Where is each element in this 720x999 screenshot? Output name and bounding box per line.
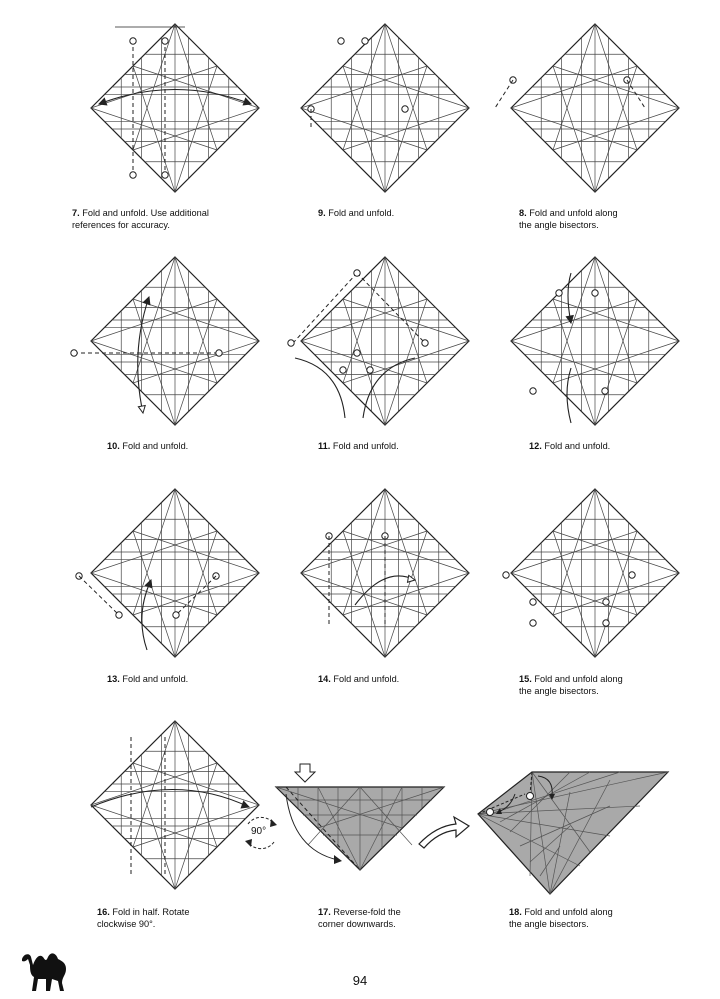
step-18-diagram — [477, 771, 670, 895]
caption-line: Fold and unfold. — [122, 441, 189, 451]
caption-step-18: 18. Fold and unfold along the angle bise… — [509, 906, 613, 930]
step-10-diagram — [70, 256, 260, 426]
caption-line: Fold and unfold. — [333, 674, 400, 684]
step-9-diagram — [300, 23, 470, 193]
step-11-diagram — [287, 256, 470, 426]
step-14-diagram — [300, 488, 470, 658]
caption-step-17: 17. Reverse-fold the corner downwards. — [318, 906, 401, 930]
step-10 — [55, 253, 295, 483]
step-12 — [475, 253, 715, 483]
caption-line: the angle bisectors. — [519, 686, 599, 696]
step-number: 15. — [519, 674, 532, 684]
step-number: 16. — [97, 907, 110, 917]
caption-line: corner downwards. — [318, 919, 396, 929]
step-number: 9. — [318, 208, 326, 218]
step-16 — [55, 717, 295, 947]
step-number: 7. — [72, 208, 80, 218]
caption-step-12: 12. Fold and unfold. — [529, 440, 610, 452]
step-8 — [475, 20, 715, 250]
caption-line: Reverse-fold the — [333, 907, 401, 917]
step-number: 11. — [318, 441, 331, 451]
caption-step-9: 9. Fold and unfold. — [318, 207, 394, 219]
caption-step-11: 11. Fold and unfold. — [318, 440, 399, 452]
caption-line: Fold and unfold. — [328, 208, 395, 218]
step-number: 10. — [107, 441, 120, 451]
step-15-diagram — [502, 488, 680, 658]
caption-line: the angle bisectors. — [519, 220, 599, 230]
step-15 — [475, 485, 715, 715]
caption-line: Fold and unfold. — [122, 674, 189, 684]
step-number: 14. — [318, 674, 331, 684]
caption-line: Fold and unfold along — [524, 907, 613, 917]
step-7-diagram — [90, 23, 260, 193]
step-number: 8. — [519, 208, 527, 218]
caption-line: clockwise 90°. — [97, 919, 156, 929]
caption-line: Fold and unfold. Use additional — [82, 208, 209, 218]
caption-line: the angle bisectors. — [509, 919, 589, 929]
page-number: 94 — [352, 973, 368, 988]
step-13 — [55, 485, 295, 715]
caption-step-8: 8. Fold and unfold along the angle bisec… — [519, 207, 618, 231]
step-13-diagram — [75, 488, 260, 658]
camel-icon — [22, 953, 66, 991]
rotation-label: 90° — [251, 826, 267, 837]
caption-line: Fold and unfold. — [332, 441, 399, 451]
rotate-90-icon — [245, 816, 277, 850]
step-number: 12. — [529, 441, 542, 451]
caption-step-13: 13. Fold and unfold. — [107, 673, 188, 685]
caption-step-14: 14. Fold and unfold. — [318, 673, 399, 685]
caption-line: Fold and unfold. — [544, 441, 611, 451]
caption-step-15: 15. Fold and unfold along the angle bise… — [519, 673, 623, 697]
step-7 — [55, 20, 295, 250]
next-step-arrow-icon — [418, 815, 471, 849]
step-12-diagram — [510, 256, 680, 426]
caption-line: Fold and unfold along — [534, 674, 623, 684]
caption-line: Fold in half. Rotate — [112, 907, 190, 917]
step-9 — [265, 20, 505, 250]
step-16-diagram — [90, 720, 260, 890]
caption-step-7: 7. Fold and unfold. Use additional refer… — [72, 207, 209, 231]
step-14 — [265, 485, 505, 715]
step-number: 18. — [509, 907, 522, 917]
step-number: 13. — [107, 674, 120, 684]
step-number: 17. — [318, 907, 331, 917]
step-8-diagram — [494, 23, 680, 193]
step-11 — [265, 253, 505, 483]
caption-line: Fold and unfold along — [529, 208, 618, 218]
step-17-diagram — [274, 763, 446, 871]
caption-step-16: 16. Fold in half. Rotate clockwise 90°. — [97, 906, 189, 930]
caption-step-10: 10. Fold and unfold. — [107, 440, 188, 452]
caption-line: references for accuracy. — [72, 220, 170, 230]
